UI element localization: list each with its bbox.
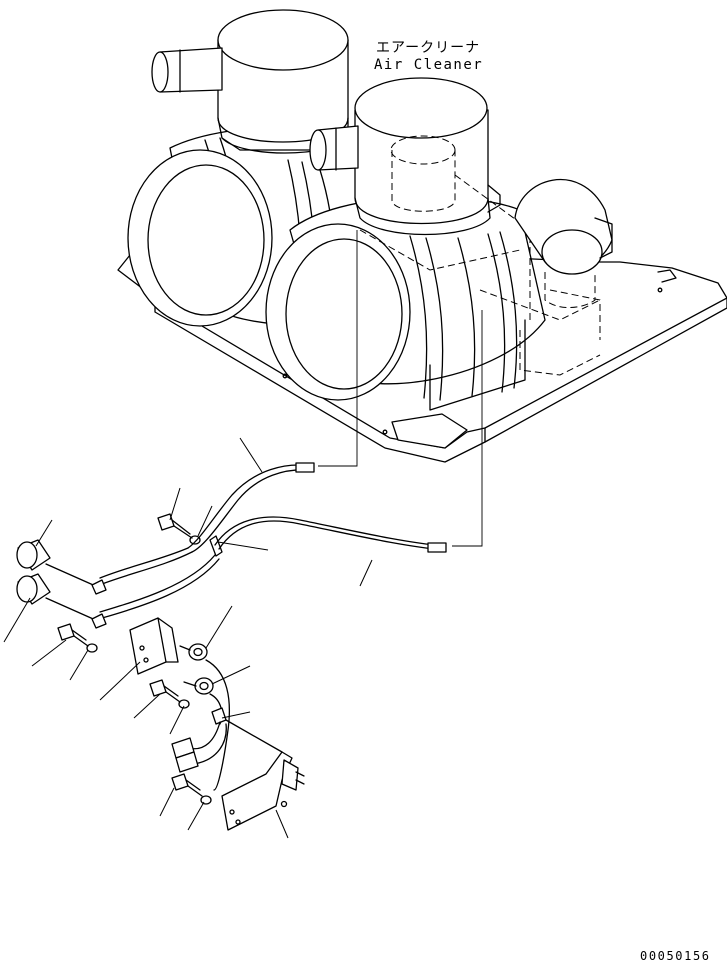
label-jp: エアークリーナ bbox=[376, 40, 480, 56]
air-cleaner-dome-cap bbox=[514, 179, 613, 308]
bolts-and-washers bbox=[57, 513, 212, 805]
air-cleaner-front bbox=[265, 77, 601, 411]
switch-bracket bbox=[129, 617, 214, 695]
connector-bracket bbox=[221, 751, 305, 831]
dust-indicator-caps bbox=[16, 539, 107, 629]
drawing-number: 00050156 bbox=[640, 949, 711, 962]
sensor-hoses bbox=[99, 230, 483, 619]
label-en: Air Cleaner bbox=[374, 57, 483, 73]
wiring-harness bbox=[171, 659, 283, 791]
leader-lines bbox=[3, 437, 373, 839]
